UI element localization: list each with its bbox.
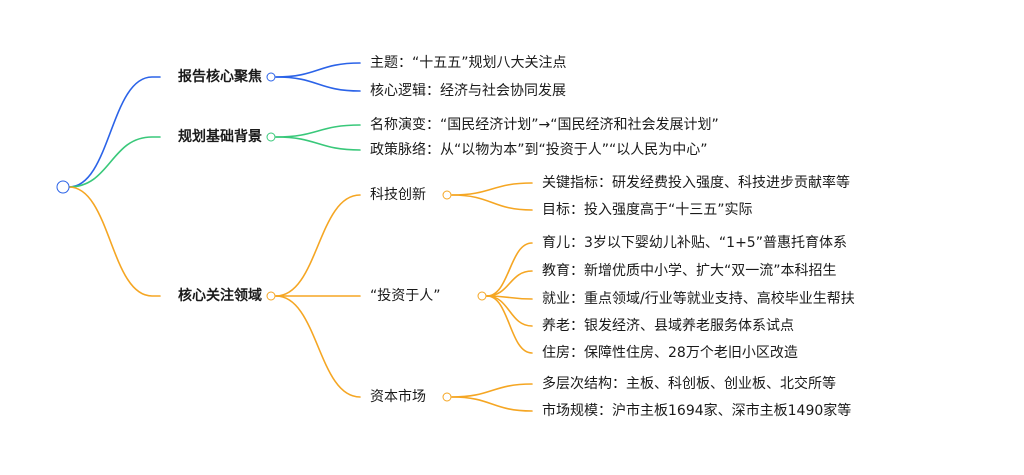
branch-1-link-0: [275, 124, 361, 138]
subtopic-0-link-0: [451, 182, 533, 196]
subtopic-node-1[interactable]: [477, 291, 487, 301]
branch-label-2: 核心关注领域: [178, 288, 262, 304]
branch-0-leaf-0: 主题：“十五五”规划八大关注点: [370, 55, 567, 71]
subtopic-1-link-1: [486, 270, 533, 297]
subtopic-1-link-0: [486, 242, 533, 297]
subtopic-2-link-0: [451, 383, 533, 398]
subtopic-1-leaf-3: 养老：银发经济、县域养老服务体系试点: [542, 318, 794, 334]
branch-1-leaf-1: 政策脉络：从“以物为本”到“投资于人”“以人民为中心”: [370, 142, 708, 158]
branch-node-2[interactable]: [266, 291, 276, 301]
branch-0-link-1: [275, 76, 361, 92]
branch-node-0[interactable]: [266, 72, 276, 82]
branch-0-link-0: [275, 62, 361, 78]
subtopic-1-leaf-2: 就业：重点领域/行业等就业支持、高校毕业生帮扶: [542, 291, 855, 307]
subtopic-1-leaf-0: 育儿：3岁以下婴幼儿补贴、“1+5”普惠托育体系: [542, 235, 847, 251]
subtopic-2-leaf-1: 市场规模：沪市主板1694家、深市主板1490家等: [542, 403, 852, 419]
subtopic-1-link-4: [486, 295, 533, 354]
subtopic-0-leaf-1: 目标：投入强度高于“十三五”实际: [542, 202, 753, 218]
branch-label-0: 报告核心聚焦: [178, 69, 262, 85]
subtopic-0-link-1: [451, 194, 533, 211]
branch-2-link-2: [275, 295, 361, 398]
subtopic-label-1: “投资于人”: [370, 288, 441, 304]
subtopic-label-2: 资本市场: [370, 389, 426, 405]
subtopic-2-link-1: [451, 396, 533, 412]
subtopic-2-leaf-0: 多层次结构：主板、科创板、创业板、北交所等: [542, 376, 836, 392]
branch-node-1[interactable]: [266, 132, 276, 142]
branch-0-leaf-1: 核心逻辑：经济与社会协同发展: [370, 83, 566, 99]
subtopic-1-leaf-4: 住房：保障性住房、28万个老旧小区改造: [542, 345, 798, 361]
root-link-1: [68, 136, 161, 188]
subtopic-node-2[interactable]: [442, 392, 452, 402]
subtopic-node-0[interactable]: [442, 190, 452, 200]
root-link-2: [68, 186, 161, 297]
subtopic-0-leaf-0: 关键指标：研发经费投入强度、科技进步贡献率等: [542, 175, 850, 191]
branch-label-1: 规划基础背景: [178, 129, 262, 145]
root-node[interactable]: [56, 180, 70, 194]
branch-2-link-0: [275, 194, 361, 297]
root-link-0: [68, 76, 161, 188]
subtopic-1-link-3: [486, 295, 533, 327]
subtopic-1-leaf-1: 教育：新增优质中小学、扩大“双一流”本科招生: [542, 263, 837, 279]
subtopic-label-0: 科技创新: [370, 187, 426, 203]
branch-1-link-1: [275, 136, 361, 151]
branch-1-leaf-0: 名称演变：“国民经济计划”→“国民经济和社会发展计划”: [370, 117, 719, 133]
